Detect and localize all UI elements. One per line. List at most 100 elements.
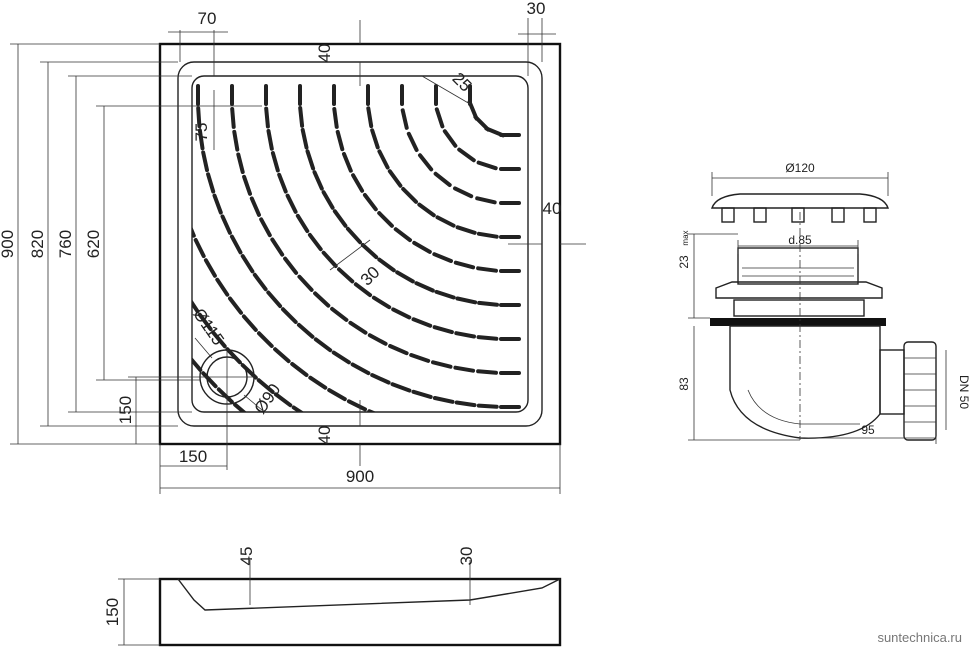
siphon-cover	[711, 193, 889, 209]
anti-slip-stripe	[479, 508, 497, 509]
anti-slip-stripe	[455, 296, 478, 305]
anti-slip-stripe	[313, 337, 333, 353]
anti-slip-stripe	[409, 353, 431, 363]
anti-slip-stripe	[297, 274, 314, 292]
anti-slip-stripe	[233, 402, 251, 412]
anti-slip-stripe	[337, 267, 355, 284]
anti-slip-stripe	[454, 331, 476, 339]
dim-h23-max: max	[681, 230, 690, 245]
anti-slip-stripe	[406, 131, 419, 152]
anti-slip-stripe	[270, 237, 285, 257]
tray-plan-view	[115, 42, 562, 509]
anti-slip-stripe	[346, 399, 367, 412]
anti-slip-stripe	[249, 196, 261, 217]
anti-slip-stripe	[412, 240, 432, 254]
anti-slip-stripe	[477, 300, 499, 307]
dim-h83: 83	[677, 377, 691, 391]
anti-slip-stripe	[298, 106, 305, 128]
anti-slip-stripe	[367, 333, 388, 346]
anti-slip-stripe	[479, 474, 497, 475]
anti-slip-stripe	[388, 344, 409, 356]
tray-plate	[710, 318, 886, 326]
anti-slip-stripe	[197, 312, 213, 332]
anti-slip-stripe	[220, 214, 232, 235]
anti-slip-stripe	[418, 153, 434, 172]
anti-slip-stripe	[273, 347, 291, 364]
anti-slip-stripe	[201, 371, 218, 389]
anti-slip-stripe	[321, 190, 335, 210]
dim-w95: 95	[861, 423, 875, 437]
anti-slip-stripe	[400, 108, 409, 130]
anti-slip-stripe	[328, 467, 344, 475]
anti-slip-stripe	[270, 433, 285, 443]
anti-slip-stripe	[453, 186, 474, 199]
anti-slip-stripe	[366, 106, 374, 129]
anti-slip-stripe	[370, 128, 380, 150]
anti-slip-stripe	[264, 106, 270, 129]
anti-slip-stripe	[362, 193, 378, 212]
watermark: suntechnica.ru	[877, 630, 962, 645]
anti-slip-stripe	[391, 307, 412, 320]
anti-slip-stripe	[151, 301, 160, 317]
anti-slip-stripe	[434, 433, 452, 437]
anti-slip-stripe	[335, 129, 345, 152]
dim-rim-top-40: 40	[315, 44, 334, 63]
anti-slip-stripe	[377, 257, 396, 273]
anti-slip-stripe	[241, 314, 258, 332]
anti-slip-stripe	[162, 320, 172, 335]
anti-slip-stripe	[454, 400, 477, 408]
anti-slip-stripe	[232, 129, 240, 152]
anti-slip-stripe	[476, 335, 499, 341]
anti-slip-stripe	[229, 234, 243, 255]
anti-slip-stripe	[228, 296, 243, 315]
anti-slip-stripe	[377, 149, 390, 170]
anti-slip-stripe	[371, 295, 392, 310]
anti-slip-stripe	[273, 392, 293, 408]
anti-slip-stripe	[476, 369, 498, 375]
anti-slip-stripe	[122, 240, 129, 257]
anti-slip-stripe	[434, 107, 445, 129]
anti-slip-stripe	[453, 260, 476, 270]
anti-slip-stripe	[256, 378, 275, 394]
anti-slip-stripe	[475, 196, 497, 205]
dim-side-40: 40	[543, 199, 562, 218]
anti-slip-stripe	[435, 215, 456, 228]
anti-slip-stripe	[131, 261, 139, 277]
tray-section-outline	[158, 577, 562, 647]
anti-slip-stripe	[313, 291, 331, 308]
dim-height-900: 900	[0, 230, 17, 258]
anti-slip-stripe	[432, 325, 454, 335]
anti-slip-stripe	[203, 258, 217, 278]
anti-slip-stripe	[332, 209, 348, 228]
anti-slip-stripe	[266, 290, 283, 309]
anti-slip-stripe	[192, 294, 200, 314]
dim-dn50: DN 50	[957, 375, 970, 409]
anti-slip-stripe	[330, 306, 349, 322]
anti-slip-stripe	[216, 387, 234, 404]
anti-slip-stripe	[257, 331, 274, 348]
dim-d120: Ø120	[785, 161, 815, 175]
anti-slip-stripe	[411, 317, 433, 328]
anti-slip-stripe	[353, 282, 373, 298]
anti-slip-stripe	[138, 174, 142, 192]
anti-slip-stripe	[435, 468, 453, 471]
anti-slip-stripe	[348, 320, 368, 335]
anti-slip-stripe	[377, 211, 394, 228]
anti-slip-stripe	[457, 147, 476, 163]
anti-slip-stripe	[295, 213, 310, 234]
dim-height-820: 820	[28, 230, 47, 258]
anti-slip-stripe	[360, 243, 379, 260]
anti-slip-stripe	[331, 350, 351, 365]
anti-slip-stripe	[308, 457, 324, 465]
anti-slip-stripe	[277, 172, 288, 194]
anti-slip-stripe	[140, 281, 148, 297]
anti-slip-stripe	[285, 193, 298, 214]
dim-h23: 23	[677, 255, 691, 269]
anti-slip-stripe	[390, 420, 407, 426]
anti-slip-stripe	[115, 219, 121, 236]
siphon-flange	[715, 281, 883, 299]
anti-slip-stripe	[401, 187, 418, 204]
anti-slip-stripe	[457, 471, 475, 473]
anti-slip-stripe	[242, 174, 252, 196]
